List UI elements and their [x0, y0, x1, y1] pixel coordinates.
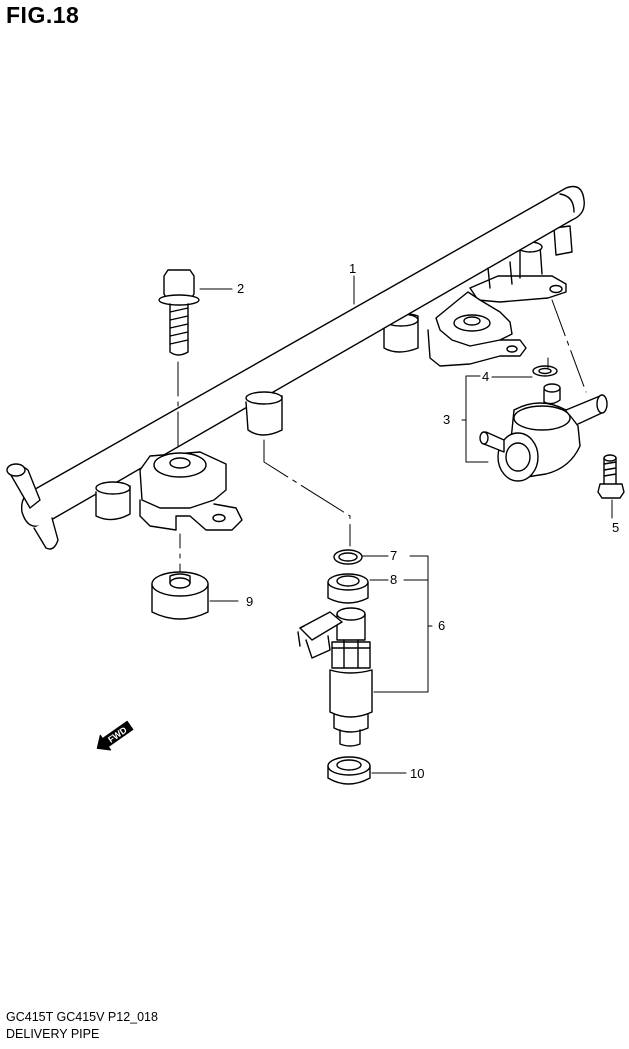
callout-7: 7	[390, 548, 397, 563]
callout-10: 10	[410, 766, 424, 781]
callout-1: 1	[349, 261, 356, 276]
o-ring	[532, 365, 558, 377]
callout-3: 3	[443, 412, 450, 427]
callout-8: 8	[390, 572, 397, 587]
bolt	[158, 269, 200, 356]
injector-cushion	[327, 573, 369, 604]
fuel-injector	[297, 607, 373, 747]
screw	[597, 454, 625, 499]
rail-tube	[20, 185, 585, 527]
callout-5: 5	[612, 520, 619, 535]
cushion	[151, 571, 209, 620]
callout-4: 4	[482, 369, 489, 384]
figure-title: FIG.18	[6, 2, 80, 28]
fwd-arrow-icon: FWD	[96, 720, 134, 751]
rail-rear-bracket	[383, 225, 573, 367]
rail-front-bracket	[139, 451, 243, 531]
rail-injector-cups	[95, 261, 513, 521]
injector-o-ring	[333, 549, 363, 565]
pressure-regulator	[479, 383, 608, 482]
callout-leaders	[199, 275, 613, 774]
injector-seal	[327, 756, 371, 785]
delivery-pipe	[6, 185, 585, 550]
callout-9: 9	[246, 594, 253, 609]
footer-models: GC415T GC415V P12_018	[6, 1010, 158, 1024]
footer-name: DELIVERY PIPE	[6, 1027, 100, 1041]
callout-2: 2	[237, 281, 244, 296]
callout-6: 6	[438, 618, 445, 633]
callout-numbers: 1 2 3 4 5 6 7 8 9 10	[237, 261, 619, 781]
assembly-lines	[177, 299, 587, 573]
